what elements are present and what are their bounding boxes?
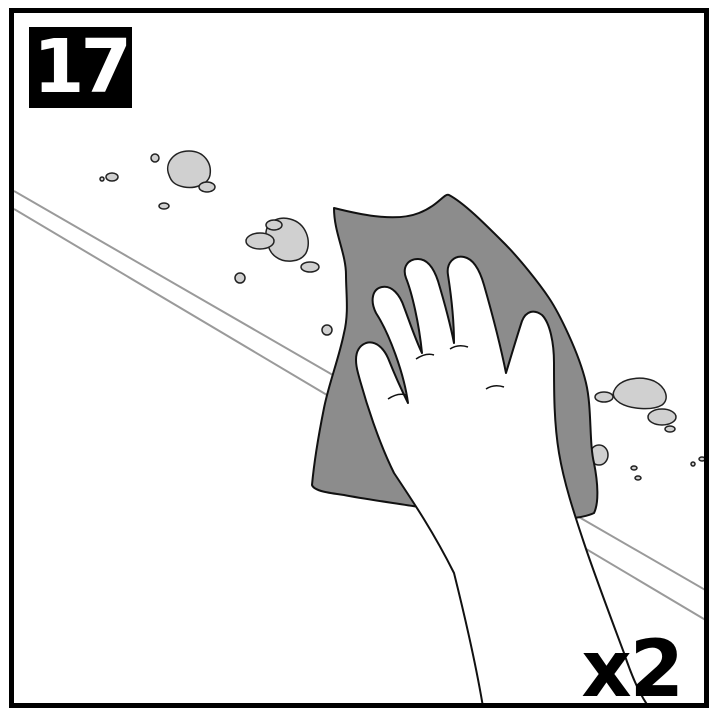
instruction-panel: 17 x2 [9,8,709,708]
repeat-count-label: x2 [581,631,682,708]
step-number-badge: 17 [29,27,132,108]
illustration [14,13,709,708]
